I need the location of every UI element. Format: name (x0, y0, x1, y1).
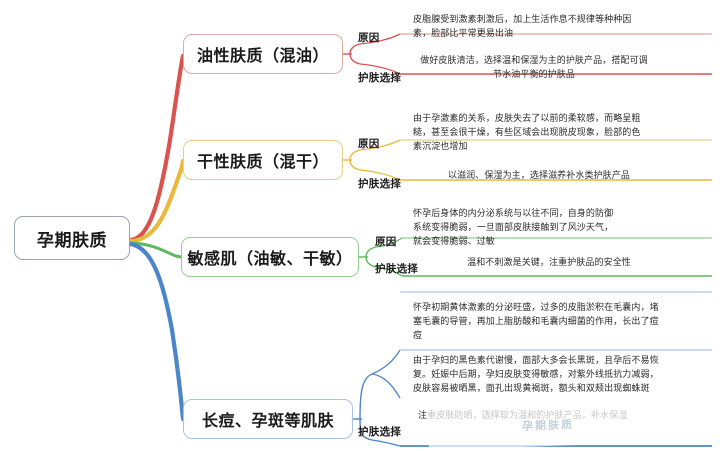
branch-node-dry[interactable]: 干性肤质（混干） (183, 140, 343, 180)
dry-bracket (349, 149, 361, 171)
dry-choice-text: 以滋润、保湿为主，选择滋养补水类护肤产品 (447, 171, 630, 181)
branch-node-dry-label: 干性肤质（混干） (196, 152, 329, 171)
watermark-overlay: 孕期肤质 (427, 399, 669, 451)
dry-choice-label: 护肤选择 (358, 178, 402, 190)
acne-reason-second-text: 由于孕妇的黑色素代谢慢，面部大多会长黑斑，且孕后不易恢复。妊娠中后期，孕妇皮肤变… (413, 356, 659, 394)
branch-node-sensitive-label: 敏感肌（油敏、干敏） (187, 249, 353, 268)
acne-choice-text: 注重皮肤防晒，选择较为温和的护肤产品，补水保湿 (418, 411, 628, 421)
branch-node-oily-label: 油性肤质（混油） (196, 46, 329, 65)
branch-curve-oily (128, 53, 186, 243)
acne-reason2-lead (371, 373, 401, 399)
acne-reason1-lead (371, 349, 401, 375)
branch-curve-sensitive (129, 241, 183, 259)
dry-reason-text: 由于孕激素的关系，皮肤失去了以前的柔软感，而略呈粗糙，甚至会很干燥，有些区域会出… (413, 114, 641, 152)
branch-node-acne[interactable]: 长痘、孕斑等肌肤 (183, 399, 353, 439)
sensitive-choice-text: 温和不刺激是关键，注重护肤品的安全性 (467, 258, 631, 268)
oily-bracket (349, 43, 361, 65)
acne-reason-first-text: 怀孕初期黄体激素的分泌旺盛，过多的皮脂淤积在毛囊内，堵塞毛囊的导管，再加上脂肪酸… (413, 303, 659, 341)
sensitive-reason-text: 怀孕后身体的内分泌系统与以往不同，自身的防御系统变得脆弱，一旦面部皮肤接触到了风… (413, 209, 614, 247)
acne-choice-lead (371, 439, 401, 447)
oily-choice-text: 做好皮肤清洁，选择温和保湿为主的护肤产品，搭配可调节水油平衡的护肤品 (420, 56, 648, 80)
root-node-label: 孕期肤质 (37, 230, 107, 251)
branch-node-acne-label: 长痘、孕斑等肌肤 (201, 411, 334, 430)
branch-node-oily[interactable]: 油性肤质（混油） (183, 34, 343, 74)
branch-curve-acne (128, 241, 186, 422)
oily-reason-label: 原因 (358, 32, 380, 44)
branch-node-sensitive[interactable]: 敏感肌（油敏、干敏） (181, 237, 359, 277)
sensitive-reason-label: 原因 (375, 236, 397, 248)
oily-choice-label: 护肤选择 (358, 72, 402, 84)
root-node[interactable]: 孕期肤质 (14, 216, 130, 260)
acne-choice-label: 护肤选择 (358, 426, 402, 438)
branch-curve-dry (128, 158, 186, 244)
oily-reason-text: 皮脂腺受到激素刺激后，加上生活作息不规律等种种因素，脸部比平常更易出油 (413, 15, 632, 39)
dry-reason-label: 原因 (358, 138, 380, 150)
sensitive-choice-label: 护肤选择 (375, 263, 419, 275)
